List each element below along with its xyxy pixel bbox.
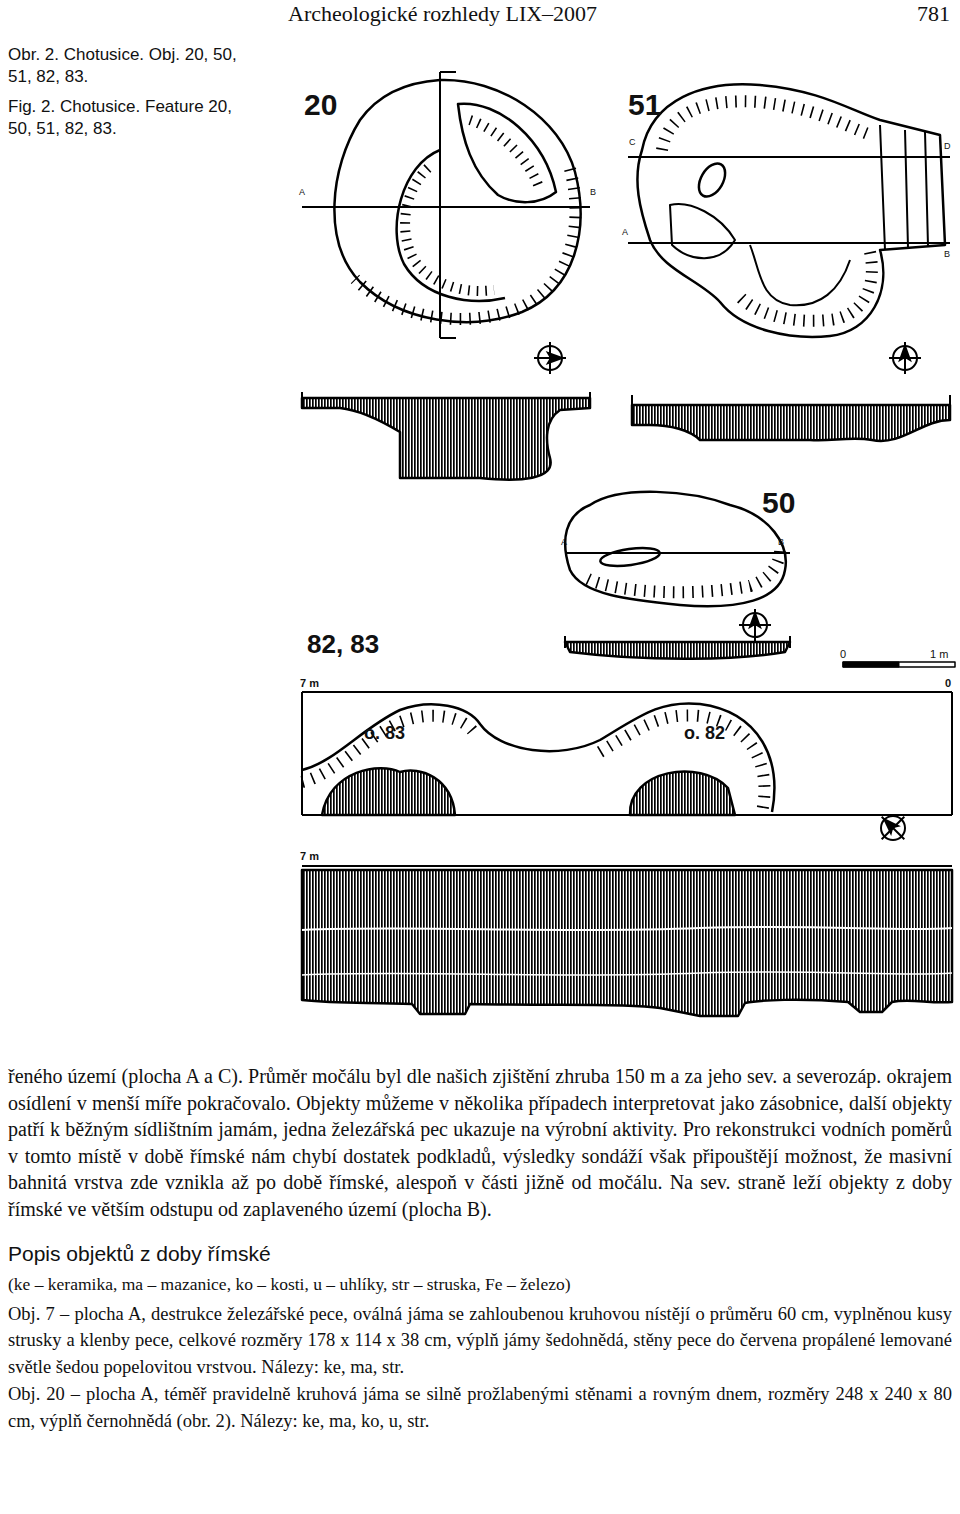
feature-description: Obj. 20 – plocha A, téměř pravidelně kru… — [8, 1381, 952, 1435]
feature-number: 82, 83 — [307, 630, 379, 659]
section-letter: D — [944, 142, 951, 152]
running-head: Archeologické rozhledy LIX–2007 — [288, 2, 597, 26]
section-letter: B — [590, 188, 596, 198]
section-letter: B — [778, 538, 784, 548]
section-letter: A — [299, 188, 305, 198]
section-letter: C — [629, 138, 636, 148]
abbreviation-note: (ke – keramika, ma – mazanice, ko – kost… — [8, 1273, 952, 1295]
section-letter: A — [622, 228, 628, 238]
scale-label: 0 — [945, 677, 951, 689]
page-number: 781 — [917, 2, 950, 26]
scale-label: 7 m — [300, 850, 319, 862]
scale-label: 7 m — [300, 677, 319, 689]
scale-label: 1 m — [930, 648, 948, 660]
feature-description: Obj. 7 – plocha A, destrukce železářské … — [8, 1301, 952, 1381]
body-paragraph: řeného území (plocha A a C). Průměr močá… — [8, 1063, 952, 1223]
feature-label: o. 82 — [684, 724, 725, 744]
section-letter: B — [944, 250, 950, 260]
feature-number: 50 — [762, 486, 795, 519]
feature-number: 20 — [304, 88, 337, 121]
feature-label: o. 83 — [364, 724, 405, 744]
feature-number: 51 — [628, 88, 661, 121]
section-heading: Popis objektů z doby římské — [8, 1241, 952, 1267]
section-letter: A — [561, 538, 567, 548]
scale-label: 0 — [840, 648, 846, 660]
body-text: řeného území (plocha A a C). Průměr močá… — [8, 1063, 952, 1435]
figure-caption: Fig. 2. Chotusice. Feature 20, 50, 51, 8… — [8, 96, 253, 140]
figure-caption: Obr. 2. Chotusice. Obj. 20, 50, 51, 82, … — [8, 44, 253, 88]
